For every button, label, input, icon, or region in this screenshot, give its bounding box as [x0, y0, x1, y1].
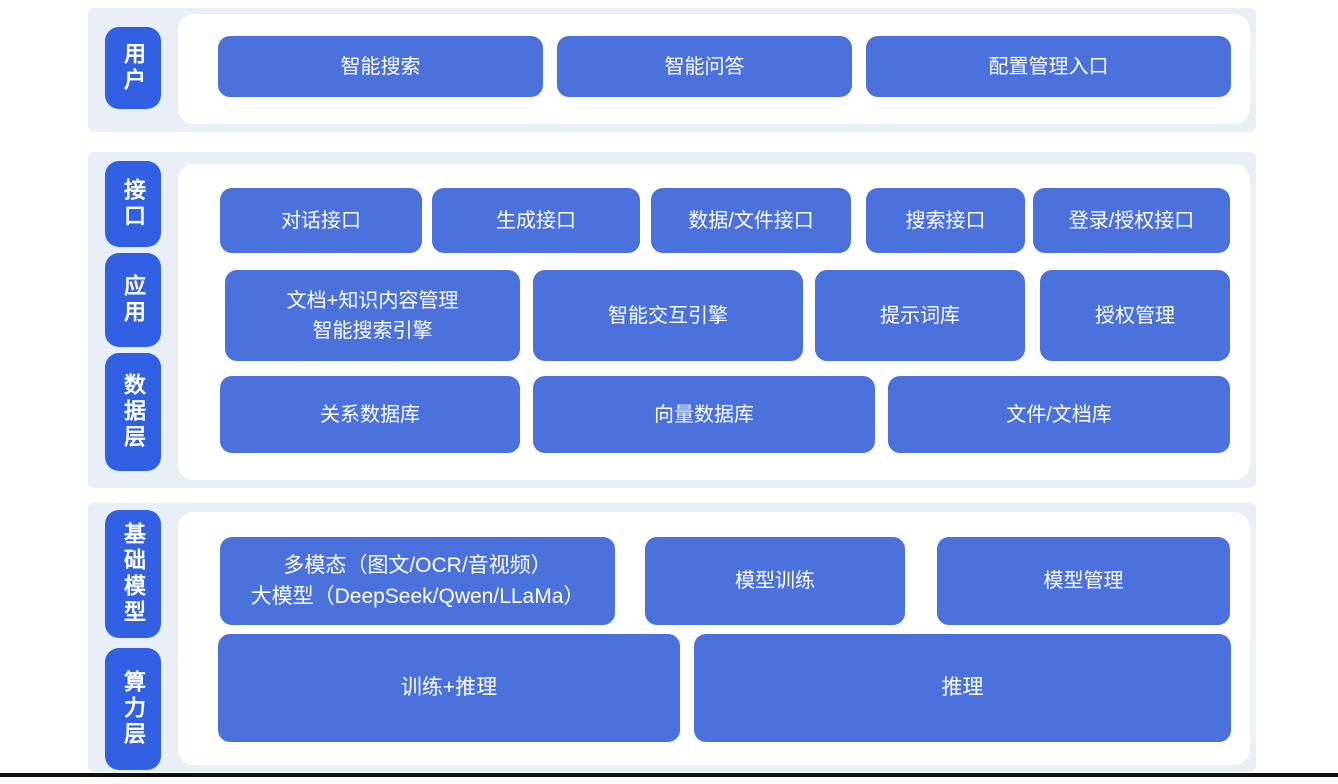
side-label-user: 用户 — [105, 27, 161, 109]
side-label-application: 应用 — [105, 253, 161, 347]
side-label-interface: 接口 — [105, 161, 161, 247]
block-auth-management: 授权管理 — [1040, 270, 1230, 361]
side-label-compute-layer: 算力层 — [105, 648, 161, 770]
block-training-inference: 训练+推理 — [218, 634, 680, 742]
block-relational-db: 关系数据库 — [220, 376, 520, 453]
block-doc-knowledge-search-engine: 文档+知识内容管理 智能搜索引擎 — [225, 270, 520, 361]
block-smart-qa: 智能问答 — [557, 36, 852, 97]
block-multimodal-llm: 多模态（图文/OCR/音视频） 大模型（DeepSeek/Qwen/LLaMa） — [220, 537, 615, 625]
block-data-file-api: 数据/文件接口 — [651, 188, 851, 253]
bottom-border-line — [0, 773, 1338, 777]
block-generation-api: 生成接口 — [432, 188, 640, 253]
block-model-training: 模型训练 — [645, 537, 905, 625]
block-login-auth-api: 登录/授权接口 — [1033, 188, 1230, 253]
block-vector-db: 向量数据库 — [533, 376, 875, 453]
block-inference: 推理 — [694, 634, 1231, 742]
block-search-api: 搜索接口 — [866, 188, 1025, 253]
block-dialog-api: 对话接口 — [220, 188, 422, 253]
side-label-data-layer: 数据层 — [105, 353, 161, 471]
block-file-doc-store: 文件/文档库 — [888, 376, 1230, 453]
block-prompt-library: 提示词库 — [815, 270, 1025, 361]
block-model-management: 模型管理 — [937, 537, 1230, 625]
block-config-management-entry: 配置管理入口 — [866, 36, 1231, 97]
block-interaction-engine: 智能交互引擎 — [533, 270, 803, 361]
side-label-foundation-model: 基础模型 — [105, 510, 161, 638]
block-smart-search: 智能搜索 — [218, 36, 543, 97]
